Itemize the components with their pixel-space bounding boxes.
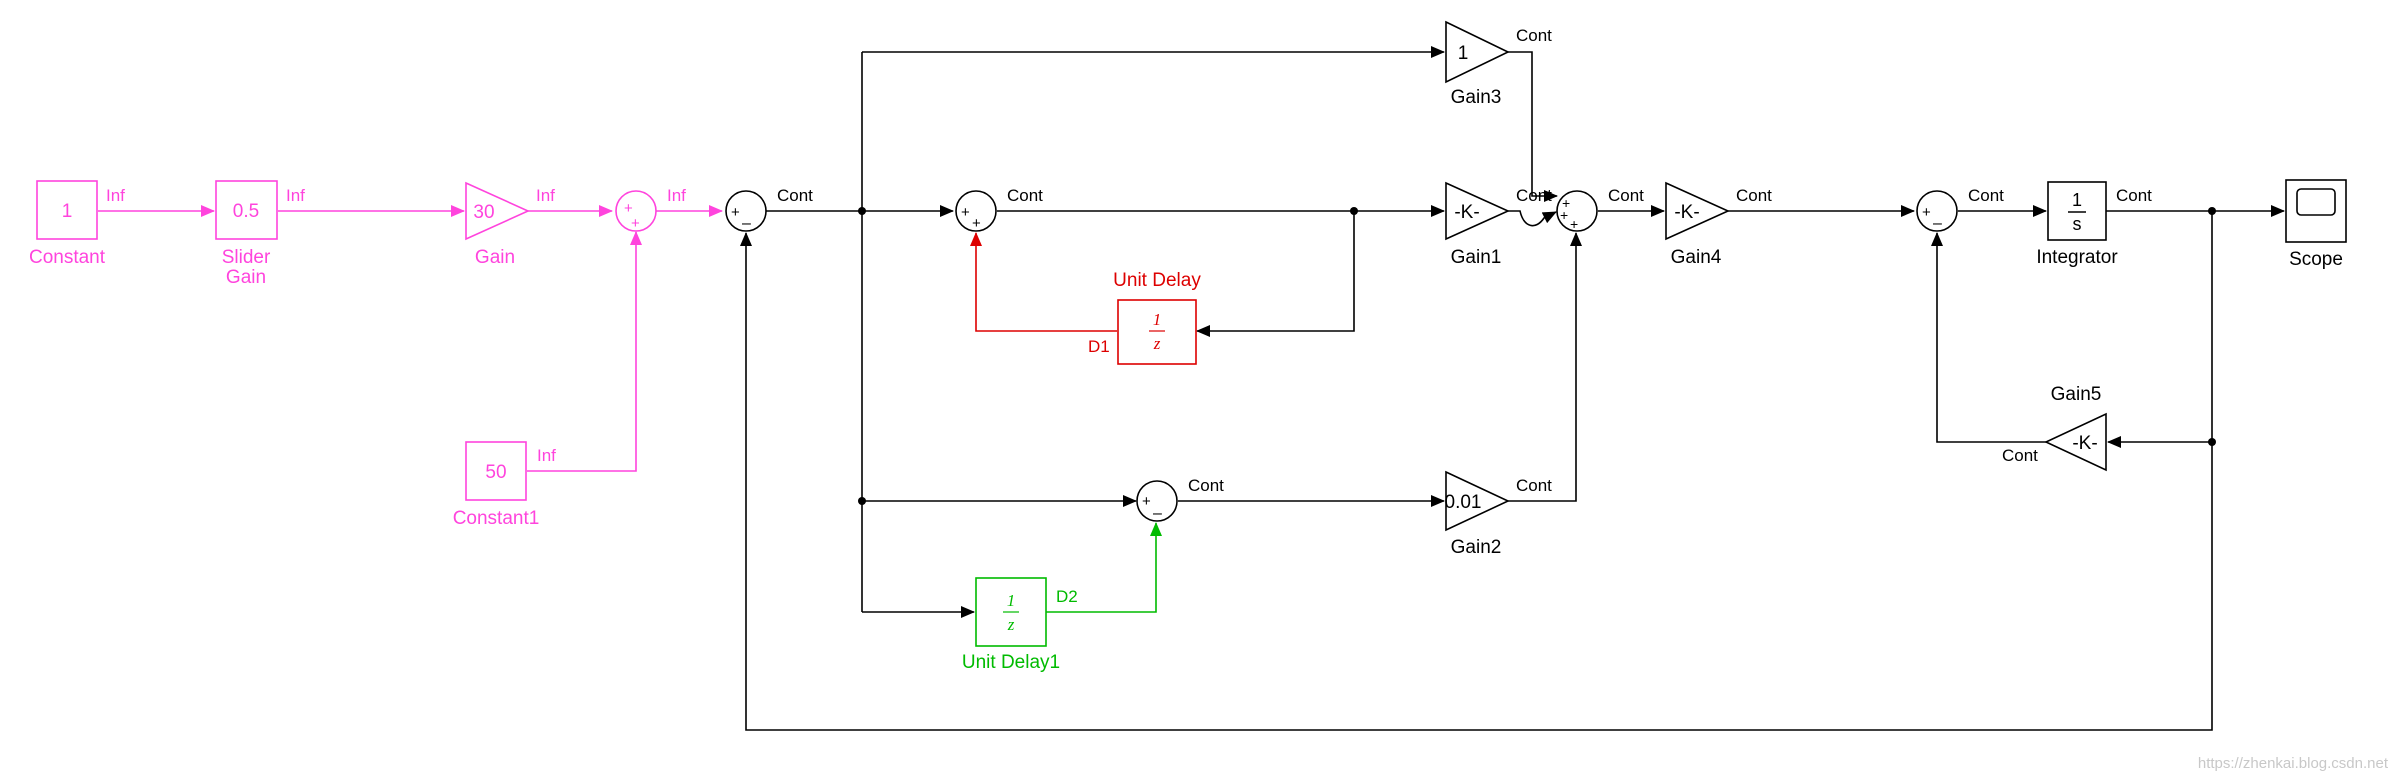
gain1-value: -K- [1454,202,1479,223]
sum4-sign-plus: + [1142,493,1151,510]
sum6-rate-label: Cont [1968,186,2004,205]
gain2-rate-label: Cont [1516,476,1552,495]
sum5-rate-label: Cont [1608,186,1644,205]
gain1-block[interactable]: -K- Gain1 Cont [1445,181,1552,268]
gain1-rate-label: Cont [1516,186,1552,205]
gain3-value: 1 [1458,43,1469,64]
signal-gain5-to-sum6[interactable] [1931,232,2046,443]
gain3-block[interactable]: 1 Gain3 Cont [1445,20,1552,108]
sum3-sign-plus: + [972,215,981,232]
sum5-block[interactable]: + + + Cont [1556,186,1644,232]
unit-delay-denominator: z [1153,334,1161,353]
sum1-rate-label: Inf [667,186,686,205]
constant-label: Constant [29,247,106,268]
scope-label: Scope [2289,249,2343,270]
branch-point [2208,438,2216,446]
slider-gain-value: 0.5 [233,201,259,222]
gain2-block[interactable]: 0.01 Gain2 Cont [1445,470,1553,558]
sum5-sign-plus: + [1570,216,1578,232]
constant1-block[interactable]: 50 Constant1 Inf [453,441,556,529]
signal-unit-delay1-to-sum4[interactable] [1046,522,1162,613]
gain4-rate-label: Cont [1736,186,1772,205]
gain3-label: Gain3 [1451,87,1502,108]
gain-rate-label: Inf [536,186,555,205]
sum6-block[interactable]: + – Cont [1916,186,2004,232]
sum2-sign-minus: – [742,215,751,232]
sum1-sign-plus: + [631,215,640,232]
gain2-value: 0.01 [1445,492,1482,513]
sum1-sign-plus: + [624,200,633,217]
branch-point [2208,207,2216,215]
sum4-block[interactable]: + – Cont [1136,476,1224,522]
signal-constant1-to-sum1[interactable] [527,231,642,472]
gain4-block[interactable]: -K- Gain4 Cont [1665,181,1772,268]
branch-point [858,207,866,215]
scope-screen-icon [2296,188,2336,216]
gain5-rate-label: Cont [2002,446,2038,465]
gain4-label: Gain4 [1671,247,1722,268]
gain3-rate-label: Cont [1516,26,1552,45]
gain5-value: -K- [2072,433,2097,454]
scope-block[interactable]: Scope [2285,179,2347,270]
signal-lines [98,46,2285,731]
gain4-value: -K- [1674,202,1699,223]
integrator-label: Integrator [2036,247,2118,268]
gain-value: 30 [473,202,494,223]
gain-label: Gain [475,247,515,268]
integrator-denominator: s [2073,214,2082,234]
slider-gain-label-line2: Gain [226,267,266,288]
sum4-sign-minus: – [1153,505,1162,522]
sum1-block[interactable]: + + Inf [615,186,686,232]
constant1-rate-label: Inf [537,446,556,465]
slider-gain-block[interactable]: 0.5 Slider Gain Inf [215,180,305,288]
sum3-sign-plus: + [961,204,970,221]
signal-loop-to-unit-delay[interactable] [1196,211,1355,337]
signal-gain3-to-sum5[interactable] [1508,51,1558,202]
slider-gain-label-line1: Slider [222,247,271,268]
integrator-numerator: 1 [2072,190,2082,210]
signal-gain2-to-sum5[interactable] [1508,232,1582,502]
sum2-block[interactable]: + – Cont [725,186,813,232]
sum3-rate-label: Cont [1007,186,1043,205]
gain1-label: Gain1 [1451,247,1502,268]
sum6-sign-minus: – [1933,215,1942,232]
unit-delay1-denominator: z [1007,615,1015,634]
unit-delay1-rate-label: D2 [1056,587,1078,606]
constant-block[interactable]: 1 Constant Inf [29,180,125,268]
signal-outer-feedback[interactable] [740,232,2213,731]
signal-unit-delay-to-sum3[interactable] [970,232,1117,332]
integrator-block[interactable]: 1 s Integrator Cont [2036,181,2152,268]
sum4-rate-label: Cont [1188,476,1224,495]
unit-delay-numerator: 1 [1153,310,1162,329]
unit-delay1-numerator: 1 [1007,591,1016,610]
constant1-value: 50 [485,462,506,483]
gain2-label: Gain2 [1451,537,1502,558]
sum5-sign-plus: + [1560,207,1568,223]
gain5-block[interactable]: -K- Gain5 Cont [2002,384,2107,472]
sum5-sign-plus: + [1562,195,1570,211]
unit-delay-rate-label: D1 [1088,337,1110,356]
sum2-sign-plus: + [731,204,740,221]
branch-points [858,207,2216,505]
sum3-block[interactable]: + + Cont [955,186,1043,232]
unit-delay1-label: Unit Delay1 [962,652,1060,673]
gain-block[interactable]: 30 Gain Inf [465,181,555,268]
signal-feedback-to-gain5[interactable] [2107,211,2213,448]
gain5-label: Gain5 [2051,384,2102,405]
constant-value: 1 [62,201,73,222]
unit-delay-block[interactable]: 1 z Unit Delay D1 [1088,270,1201,365]
constant-rate-label: Inf [106,186,125,205]
constant1-label: Constant1 [453,508,540,529]
integrator-rate-label: Cont [2116,186,2152,205]
slider-gain-rate-label: Inf [286,186,305,205]
watermark: https://zhenkai.blog.csdn.net [2198,755,2389,772]
branch-point [858,497,866,505]
unit-delay1-block[interactable]: 1 z Unit Delay1 D2 [962,577,1078,673]
sum2-rate-label: Cont [777,186,813,205]
branch-point [1350,207,1358,215]
signal-gain1-to-sum5[interactable] [1508,210,1557,227]
unit-delay-label: Unit Delay [1113,270,1201,291]
sum6-sign-plus: + [1922,204,1931,221]
